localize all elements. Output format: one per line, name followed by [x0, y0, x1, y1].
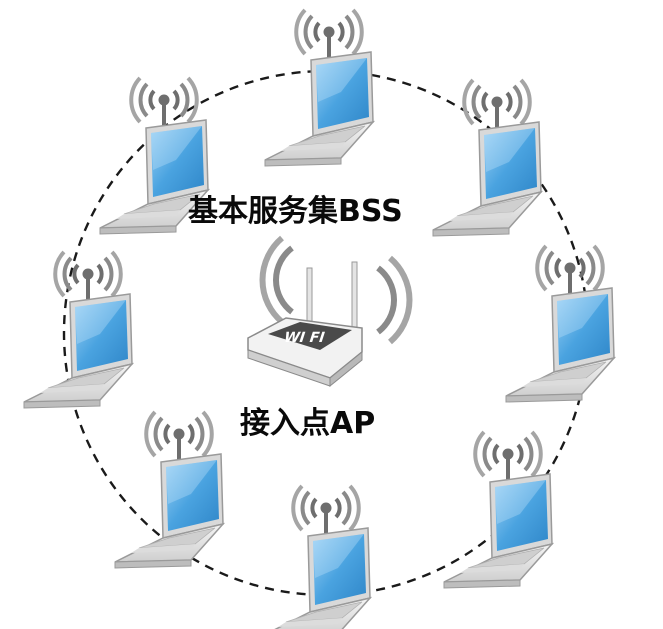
laptop-top-right-icon	[433, 80, 541, 236]
laptop-left-icon	[24, 252, 132, 408]
router-badge-text: WI FI	[281, 330, 326, 346]
laptop-right-icon	[506, 246, 614, 402]
ap-label: 接入点AP	[240, 406, 376, 441]
laptop-top-icon	[265, 10, 373, 166]
laptop-bottom-right-icon	[444, 432, 552, 588]
laptop-bottom-left-icon	[115, 412, 223, 568]
laptop-bottom-icon	[262, 486, 370, 629]
wifi-router-icon: WI FI	[247, 235, 413, 388]
bss-label: 基本服务集BSS	[188, 194, 403, 229]
